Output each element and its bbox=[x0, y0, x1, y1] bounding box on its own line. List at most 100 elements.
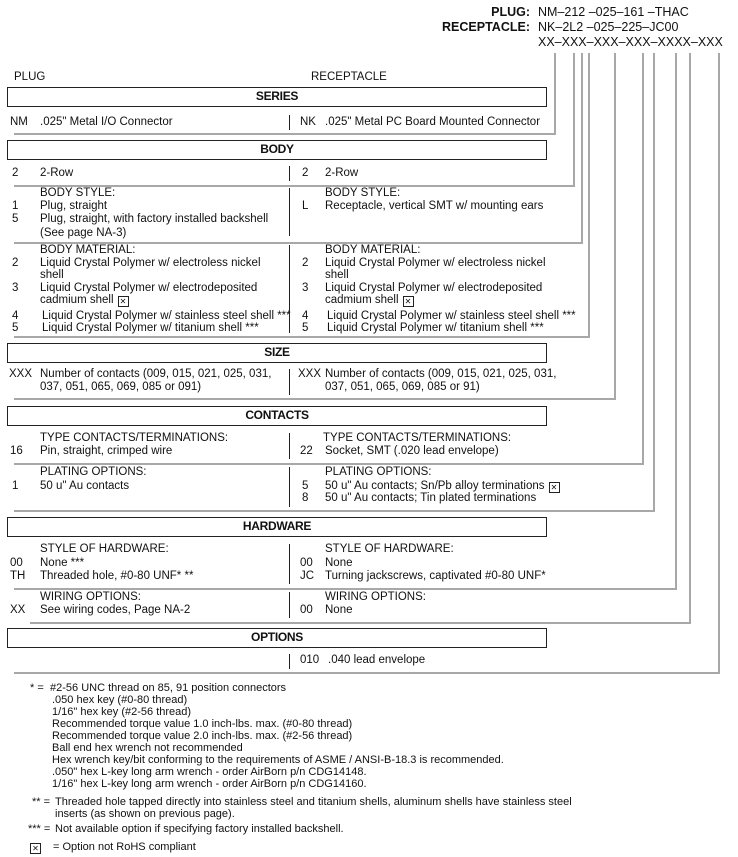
note-star1-key: * = bbox=[30, 682, 44, 694]
leader-line-wiring bbox=[689, 53, 691, 624]
column-divider bbox=[289, 188, 290, 236]
material-text: Liquid Crystal Polymer w/ electroless ni… bbox=[40, 257, 261, 269]
rows-plug-code: 2 bbox=[12, 167, 19, 179]
section-body-header: BODY bbox=[7, 140, 547, 160]
series-receptacle-text: .025" Metal PC Board Mounted Connector bbox=[325, 116, 541, 128]
hardware-code: TH bbox=[10, 570, 26, 582]
note-star2-key: ** = bbox=[32, 796, 51, 808]
material-code: 4 bbox=[12, 310, 19, 322]
plating-label-receptacle: PLATING OPTIONS: bbox=[325, 466, 432, 478]
column-divider bbox=[289, 369, 290, 395]
style-text-cont: (See page NA-3) bbox=[40, 227, 127, 239]
section-hardware-header: HARDWARE bbox=[7, 517, 547, 537]
size-plug-text: Number of contacts (009, 015, 021, 025, … bbox=[40, 368, 272, 380]
wiring-code: XX bbox=[10, 604, 26, 616]
material-text-cont: shell bbox=[40, 269, 64, 281]
note-star1-line: Hex wrench key/bit conforming to the req… bbox=[52, 754, 504, 766]
material-text-cont-label: cadmium shell bbox=[40, 294, 114, 306]
hardware-text: Turning jackscrews, captivated #0-80 UNF… bbox=[325, 570, 546, 582]
style-text: Plug, straight, with factory installed b… bbox=[40, 213, 269, 225]
size-plug-code: XXX bbox=[9, 368, 33, 380]
bracket-wiring bbox=[30, 622, 691, 624]
wiring-label-receptacle: WIRING OPTIONS: bbox=[325, 591, 426, 603]
boxed-x-icon: ✕ bbox=[402, 296, 414, 307]
contact-type-code: 22 bbox=[300, 445, 313, 457]
note-star1-line: .050 hex key (#0-80 thread) bbox=[52, 694, 188, 706]
wiring-text: See wiring codes, Page NA-2 bbox=[40, 604, 191, 616]
hardware-style-label-plug: STYLE OF HARDWARE: bbox=[40, 543, 169, 555]
column-divider bbox=[289, 467, 290, 507]
material-text: Liquid Crystal Polymer w/ stainless stee… bbox=[42, 310, 291, 322]
wiring-label-plug: WIRING OPTIONS: bbox=[40, 591, 141, 603]
receptacle-part-number: NK–2L2 –025–225–JC00 bbox=[538, 20, 679, 34]
column-divider bbox=[289, 245, 290, 333]
plating-text: 50 u" Au contacts; Tin plated terminatio… bbox=[325, 492, 537, 504]
contact-type-code: 16 bbox=[10, 445, 23, 457]
note-star1-line: Recommended torque value 2.0 inch-lbs. m… bbox=[52, 730, 353, 742]
leader-line-contact-type bbox=[642, 53, 644, 465]
plating-text: 50 u" Au contacts; Sn/Pb alloy terminati… bbox=[325, 479, 560, 493]
leader-line-options bbox=[718, 53, 720, 674]
material-text-cont: cadmium shell✕ bbox=[40, 293, 129, 307]
note-star1-line: Recommended torque value 1.0 inch-lbs. m… bbox=[52, 718, 353, 730]
bracket-size bbox=[14, 398, 616, 400]
section-options-header: OPTIONS bbox=[7, 628, 547, 648]
bracket-body-style bbox=[14, 242, 583, 244]
bracket-options bbox=[14, 672, 720, 674]
plating-label-plug: PLATING OPTIONS: bbox=[40, 466, 147, 478]
note-star3-key: *** = bbox=[28, 823, 51, 835]
material-code: 5 bbox=[302, 322, 309, 334]
contact-type-text: Socket, SMT (.020 lead envelope) bbox=[325, 445, 499, 457]
section-contacts-header: CONTACTS bbox=[7, 406, 547, 426]
column-divider bbox=[289, 115, 290, 130]
rows-receptacle-text: 2-Row bbox=[325, 167, 359, 179]
boxed-x-icon: ✕ bbox=[30, 843, 41, 854]
body-style-label-plug: BODY STYLE: bbox=[40, 187, 116, 199]
boxed-x-icon: ✕ bbox=[117, 296, 129, 307]
note-star1-line: #2-56 UNC thread on 85, 91 position conn… bbox=[50, 682, 287, 694]
material-code: 4 bbox=[302, 310, 309, 322]
body-material-label-receptacle: BODY MATERIAL: bbox=[325, 244, 421, 256]
hardware-text: None bbox=[325, 557, 353, 569]
leader-line-plating bbox=[653, 53, 655, 512]
note-star3-text: Not available option if specifying facto… bbox=[55, 823, 344, 835]
style-code: 5 bbox=[12, 213, 19, 225]
material-text: Liquid Crystal Polymer w/ electrodeposit… bbox=[325, 282, 543, 294]
size-receptacle-code: XXX bbox=[298, 368, 322, 380]
plating-text-label: 50 u" Au contacts; Sn/Pb alloy terminati… bbox=[325, 480, 545, 492]
note-star1-line: 1/16" hex L-key long arm wrench - order … bbox=[52, 778, 367, 790]
note-star1-line: 1/16" hex key (#2-56 thread) bbox=[52, 706, 192, 718]
plug-part-number: NM–212 –025–161 –THAC bbox=[538, 5, 689, 19]
material-text: Liquid Crystal Polymer w/ stainless stee… bbox=[327, 310, 576, 322]
body-material-label-plug: BODY MATERIAL: bbox=[40, 244, 136, 256]
style-text: Receptacle, vertical SMT w/ mounting ear… bbox=[325, 200, 544, 212]
material-code: 5 bbox=[12, 322, 19, 334]
options-text: .040 lead envelope bbox=[328, 654, 426, 666]
leader-line-series bbox=[554, 53, 556, 135]
bracket-body-rows bbox=[14, 185, 575, 187]
note-star1-line: Ball end hex wrench not recommended bbox=[52, 742, 243, 754]
plating-code: 1 bbox=[12, 480, 19, 492]
column-divider bbox=[289, 166, 290, 181]
material-code: 2 bbox=[12, 257, 19, 269]
boxed-x-icon: ✕ bbox=[548, 482, 560, 493]
note-star2-line: Threaded hole tapped directly into stain… bbox=[55, 796, 572, 808]
column-divider bbox=[289, 592, 290, 618]
hardware-code: JC bbox=[300, 570, 315, 582]
bracket-hardware-style bbox=[14, 588, 677, 590]
plating-code: 8 bbox=[302, 492, 309, 504]
hardware-text: Threaded hole, #0-80 UNF* ** bbox=[40, 570, 194, 582]
note-rohs: ✕= Option not RoHS compliant bbox=[30, 840, 196, 854]
part-number-template: XX–XXX–XXX–XXX–XXXX–XXX bbox=[538, 35, 723, 49]
rows-receptacle-code: 2 bbox=[302, 167, 309, 179]
style-text: Plug, straight bbox=[40, 200, 108, 212]
hardware-text: None *** bbox=[40, 557, 85, 569]
material-code: 2 bbox=[302, 257, 309, 269]
plating-code: 5 bbox=[302, 480, 309, 492]
receptacle-label: RECEPTACLE: bbox=[442, 20, 530, 34]
column-plug: PLUG bbox=[14, 71, 46, 83]
bracket-plating bbox=[14, 510, 655, 512]
material-text-cont: shell bbox=[325, 269, 349, 281]
bracket-contact-type bbox=[14, 463, 644, 465]
column-divider bbox=[289, 654, 290, 669]
